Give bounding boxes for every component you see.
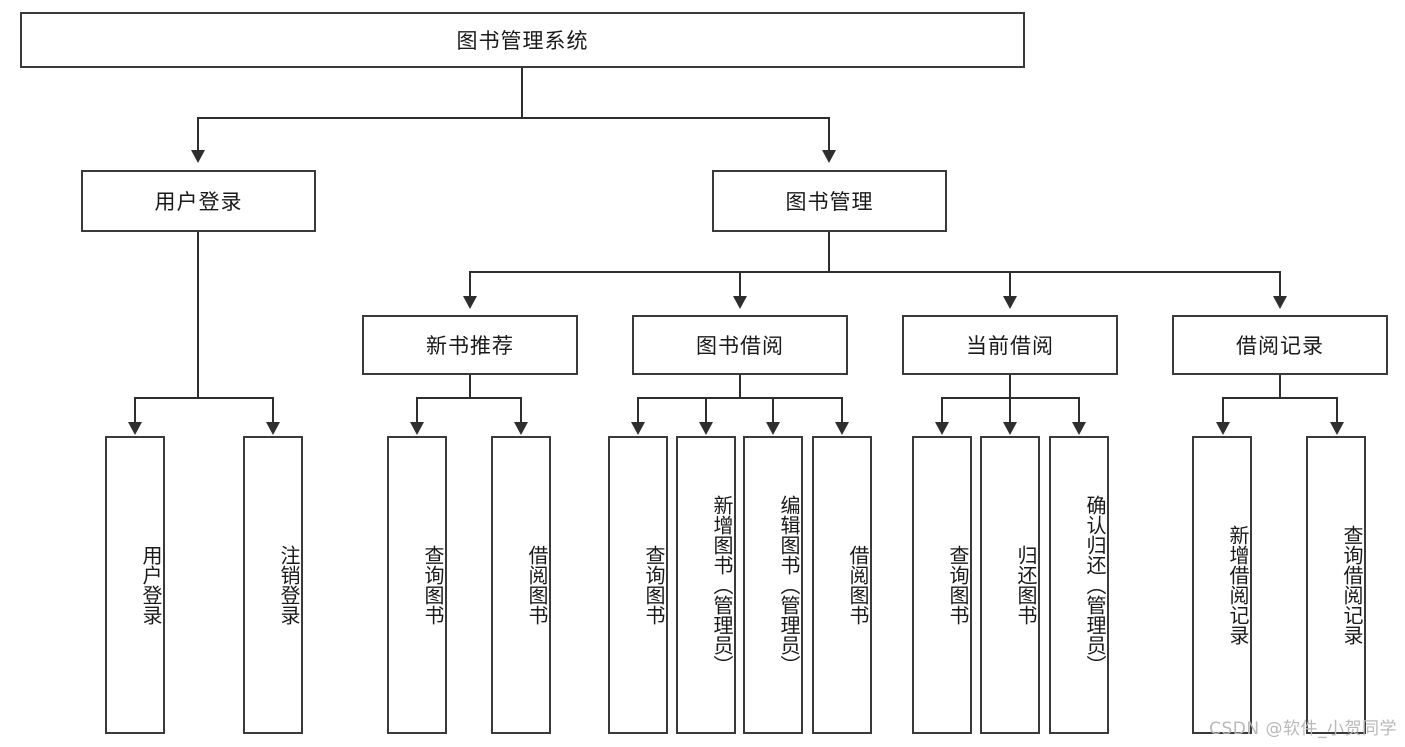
arrow-leaf-borrow-book-2 xyxy=(835,422,849,435)
arrow-current-borrow xyxy=(1003,296,1017,309)
leaf-query-book-2[interactable]: 查询图书 xyxy=(608,436,668,734)
arrow-book-management xyxy=(822,150,836,163)
connector-drop-leaf-borrow-book-1 xyxy=(520,397,522,423)
watermark-text: CSDN @软件_小贺同学 xyxy=(1209,719,1397,739)
connector-current-borrow-stem xyxy=(1009,375,1011,398)
arrow-borrow-record xyxy=(1273,296,1287,309)
arrow-leaf-query-book-2 xyxy=(631,422,645,435)
connector-book-borrow-bus xyxy=(637,397,843,399)
leaf-query-record[interactable]: 查询借阅记录 xyxy=(1306,436,1366,734)
leaf-borrow-book-2[interactable]: 借阅图书 xyxy=(812,436,872,734)
node-book-borrow[interactable]: 图书借阅 xyxy=(632,315,848,375)
connector-level2-bus xyxy=(197,117,830,119)
connector-drop-leaf-query-book-1 xyxy=(416,397,418,423)
node-label: 查询借阅记录 xyxy=(1340,525,1364,645)
node-label: 用户登录 xyxy=(139,545,163,625)
arrow-user-login xyxy=(191,150,205,163)
connector-drop-book-management xyxy=(828,117,830,152)
connector-drop-leaf-user-login xyxy=(134,397,136,423)
arrow-leaf-query-record xyxy=(1330,422,1344,435)
connector-drop-leaf-confirm-return xyxy=(1078,397,1080,423)
connector-book-borrow-stem xyxy=(739,375,741,398)
arrow-book-borrow xyxy=(733,296,747,309)
leaf-borrow-book-1[interactable]: 借阅图书 xyxy=(491,436,551,734)
node-label: 用户登录 xyxy=(154,190,243,214)
arrow-leaf-logout-login xyxy=(266,422,280,435)
node-label: 注销登录 xyxy=(277,545,301,625)
connector-borrow-record-stem xyxy=(1279,375,1281,398)
node-book-management[interactable]: 图书管理 xyxy=(712,170,947,232)
node-user-login[interactable]: 用户登录 xyxy=(81,170,316,232)
node-label: 确认归还（管理员） xyxy=(1083,495,1107,675)
connector-book-management-stem xyxy=(828,232,830,272)
connector-drop-borrow-record xyxy=(1279,271,1281,297)
leaf-query-book-3[interactable]: 查询图书 xyxy=(912,436,972,734)
connector-new-book-recommend-bus xyxy=(416,397,522,399)
node-label: 新增借阅记录 xyxy=(1226,525,1250,645)
node-label: 查询图书 xyxy=(946,545,970,625)
arrow-leaf-add-record xyxy=(1216,422,1230,435)
node-label: 图书管理系统 xyxy=(456,29,589,53)
leaf-confirm-return[interactable]: 确认归还（管理员） xyxy=(1049,436,1109,734)
arrow-leaf-edit-book xyxy=(766,422,780,435)
connector-root-stem xyxy=(521,68,523,118)
node-label: 新增图书（管理员） xyxy=(710,495,734,675)
connector-drop-leaf-add-record xyxy=(1222,397,1224,423)
arrow-leaf-add-book xyxy=(699,422,713,435)
arrow-new-book-recommend xyxy=(463,296,477,309)
arrow-leaf-query-book-1 xyxy=(410,422,424,435)
connector-level3-bus xyxy=(469,271,1281,273)
connector-drop-leaf-add-book xyxy=(705,397,707,423)
connector-drop-leaf-query-record xyxy=(1336,397,1338,423)
leaf-add-book[interactable]: 新增图书（管理员） xyxy=(676,436,736,734)
node-label: 查询图书 xyxy=(642,545,666,625)
arrow-leaf-confirm-return xyxy=(1072,422,1086,435)
connector-drop-leaf-return-book xyxy=(1009,397,1011,423)
node-label: 借阅图书 xyxy=(525,545,549,625)
leaf-user-login[interactable]: 用户登录 xyxy=(105,436,165,734)
leaf-query-book-1[interactable]: 查询图书 xyxy=(387,436,447,734)
arrow-leaf-return-book xyxy=(1003,422,1017,435)
connector-drop-book-borrow xyxy=(739,271,741,297)
arrow-leaf-user-login xyxy=(128,422,142,435)
connector-borrow-record-bus xyxy=(1222,397,1338,399)
connector-drop-leaf-edit-book xyxy=(772,397,774,423)
connector-drop-leaf-borrow-book-2 xyxy=(841,397,843,423)
node-label: 借阅记录 xyxy=(1236,334,1324,358)
node-current-borrow[interactable]: 当前借阅 xyxy=(902,315,1118,375)
node-label: 归还图书 xyxy=(1014,545,1038,625)
node-label: 编辑图书（管理员） xyxy=(777,495,801,675)
node-label: 当前借阅 xyxy=(966,334,1054,358)
arrow-leaf-query-book-3 xyxy=(935,422,949,435)
node-label: 查询图书 xyxy=(421,545,445,625)
node-label: 新书推荐 xyxy=(426,334,514,358)
connector-drop-user-login xyxy=(197,117,199,152)
node-label: 借阅图书 xyxy=(846,545,870,625)
leaf-return-book[interactable]: 归还图书 xyxy=(980,436,1040,734)
node-root-system[interactable]: 图书管理系统 xyxy=(20,12,1025,68)
connector-user-login-bus xyxy=(134,397,274,399)
connector-user-login-stem xyxy=(197,232,199,398)
node-label: 图书借阅 xyxy=(696,334,784,358)
connector-drop-leaf-query-book-2 xyxy=(637,397,639,423)
leaf-logout-login[interactable]: 注销登录 xyxy=(243,436,303,734)
connector-drop-leaf-logout-login xyxy=(272,397,274,423)
leaf-add-record[interactable]: 新增借阅记录 xyxy=(1192,436,1252,734)
connector-drop-leaf-query-book-3 xyxy=(941,397,943,423)
connector-new-book-recommend-stem xyxy=(469,375,471,398)
node-label: 图书管理 xyxy=(785,190,874,214)
node-borrow-record[interactable]: 借阅记录 xyxy=(1172,315,1388,375)
node-new-book-recommend[interactable]: 新书推荐 xyxy=(362,315,578,375)
connector-drop-new-book-recommend xyxy=(469,271,471,297)
arrow-leaf-borrow-book-1 xyxy=(514,422,528,435)
connector-drop-current-borrow xyxy=(1009,271,1011,297)
leaf-edit-book[interactable]: 编辑图书（管理员） xyxy=(743,436,803,734)
